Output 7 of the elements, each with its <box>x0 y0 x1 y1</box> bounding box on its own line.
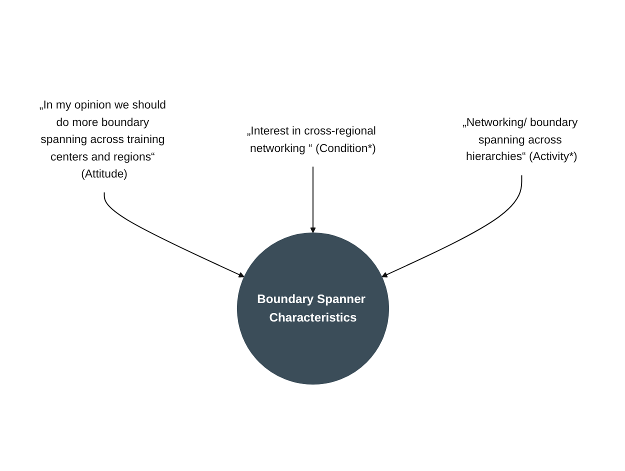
arrow <box>310 166 316 234</box>
node-text: „Interest in cross-regional networking “ (Condition*) <box>246 124 376 154</box>
node-text: „In my opinion we should do more boundary spanning across training centers and regions“ (Attitude) <box>38 98 166 180</box>
node-circle: Boundary Spanner Characteristics <box>236 232 389 385</box>
arrow <box>381 175 522 278</box>
arrow <box>103 192 244 278</box>
node-text: „Networking/ boundary spanning across hierarchies“ (Activity*) <box>462 116 578 163</box>
